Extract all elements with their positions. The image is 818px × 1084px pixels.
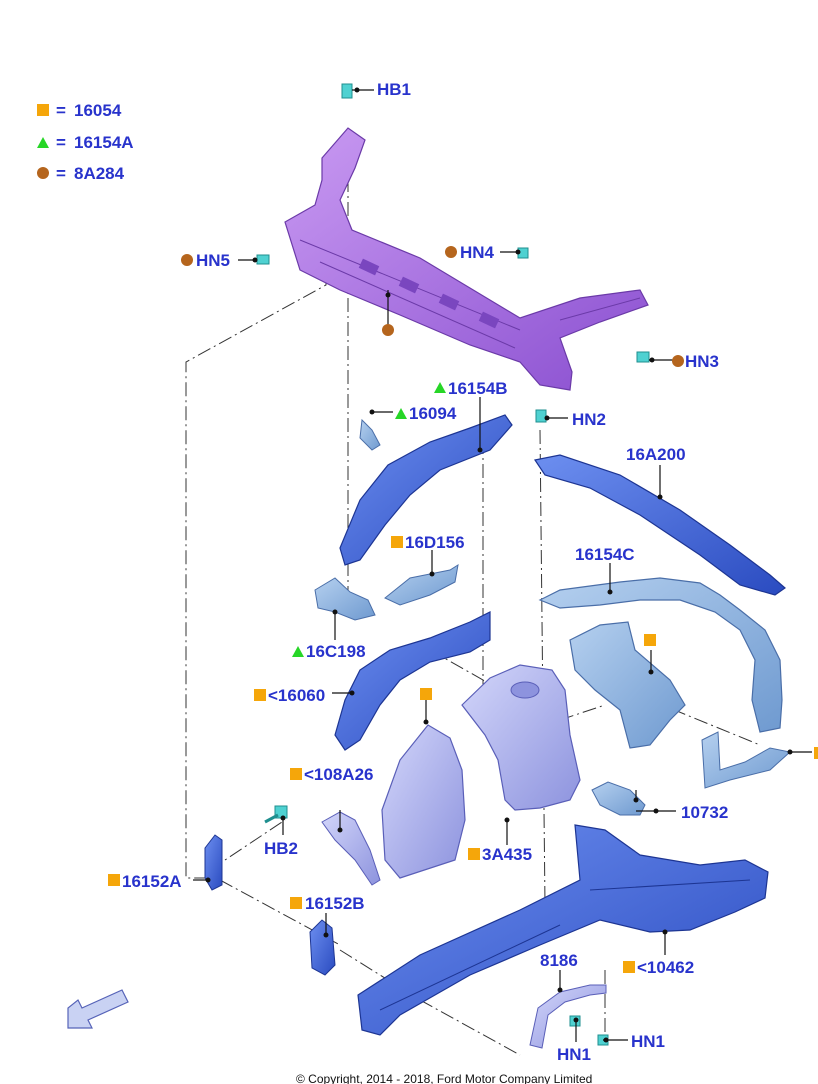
callout-hn1-right: HN1 [631,1032,665,1051]
square-marker-icon [644,634,656,646]
part-16d156 [384,563,459,606]
callout-10462: <10462 [637,958,694,977]
legend-item-triangle: = 16154A [37,133,134,152]
square-marker-icon [254,689,266,701]
callout-markers [108,246,818,973]
callout-16060: <16060 [268,686,325,705]
part-108a26 [321,811,381,886]
part-8186 [529,984,607,1049]
square-marker-icon [108,874,120,886]
callout-16094: 16094 [409,404,457,423]
assembly-lines [185,130,761,1056]
callout-8186: 8186 [540,951,578,970]
triangle-marker-icon [292,646,304,657]
part-16060 [334,611,491,751]
triangle-marker-icon [37,137,49,148]
legend-code-circle: 8A284 [74,164,125,183]
part-16154c [538,577,783,733]
square-marker-icon [468,848,480,860]
legend-code-square: 16054 [74,101,122,120]
part-10462 [357,824,769,1036]
circle-marker-icon [445,246,457,258]
callout-3a435: 3A435 [482,845,532,864]
legend-item-circle: = 8A284 [37,164,125,183]
callout-10732: 10732 [681,803,728,822]
square-marker-icon [814,747,818,759]
callout-hb1: HB1 [377,80,411,99]
callout-labels: HB1 HN5 HN4 HN3 HN2 16154B 16094 16A200 … [122,80,728,1064]
leader-lines [193,89,812,1042]
square-marker-icon [391,536,403,548]
square-marker-icon [623,961,635,973]
nut-hn3-icon [636,351,650,363]
part-16a200 [534,454,786,596]
part-right-bracket [569,621,792,789]
triangle-marker-icon [434,382,446,393]
nut-hn2-icon [535,409,547,423]
callout-hn5: HN5 [196,251,230,270]
circle-marker-icon [672,355,684,367]
bolt-hb1-icon [341,83,353,99]
callout-16c198: 16C198 [306,642,366,661]
callout-hn4: HN4 [460,243,495,262]
callout-hn1-left: HN1 [557,1045,591,1064]
square-marker-icon [420,688,432,700]
part-16154b [339,414,513,566]
circle-marker-icon [181,254,193,266]
radiator-support-purple [284,127,649,391]
callout-hn2: HN2 [572,410,606,429]
part-3a435 [461,664,581,811]
callout-16152a: 16152A [122,872,182,891]
circle-marker-icon [382,324,394,336]
callout-16152b: 16152B [305,894,365,913]
legend-code-triangle: 16154A [74,133,134,152]
square-marker-icon [290,768,302,780]
triangle-marker-icon [395,408,407,419]
legend: = 16054 = 16154A = 8A284 [37,101,134,183]
legend-symbol: = [56,164,66,183]
part-inner-panel [381,724,466,879]
callout-16a200: 16A200 [626,445,686,464]
callout-hb2: HB2 [264,839,298,858]
circle-marker-icon [37,167,49,179]
part-16c198 [314,577,376,621]
legend-symbol: = [56,133,66,152]
callout-16154b: 16154B [448,379,508,398]
callout-16154c: 16154C [575,545,635,564]
legend-symbol: = [56,101,66,120]
callout-hn3: HN3 [685,352,719,371]
part-16152a [204,834,223,891]
copyright-text: © Copyright, 2014 - 2018, Ford Motor Com… [296,1072,592,1084]
legend-item-square: = 16054 [37,101,122,120]
square-marker-icon [290,897,302,909]
part-10732 [591,781,646,816]
leader-dots [205,87,793,1043]
callout-16d156: 16D156 [405,533,465,552]
front-direction-arrow-icon [67,989,129,1029]
square-marker-icon [37,104,49,116]
nut-hn5-icon [256,254,270,265]
part-16152b [309,919,336,976]
callout-108a26: <108A26 [304,765,373,784]
